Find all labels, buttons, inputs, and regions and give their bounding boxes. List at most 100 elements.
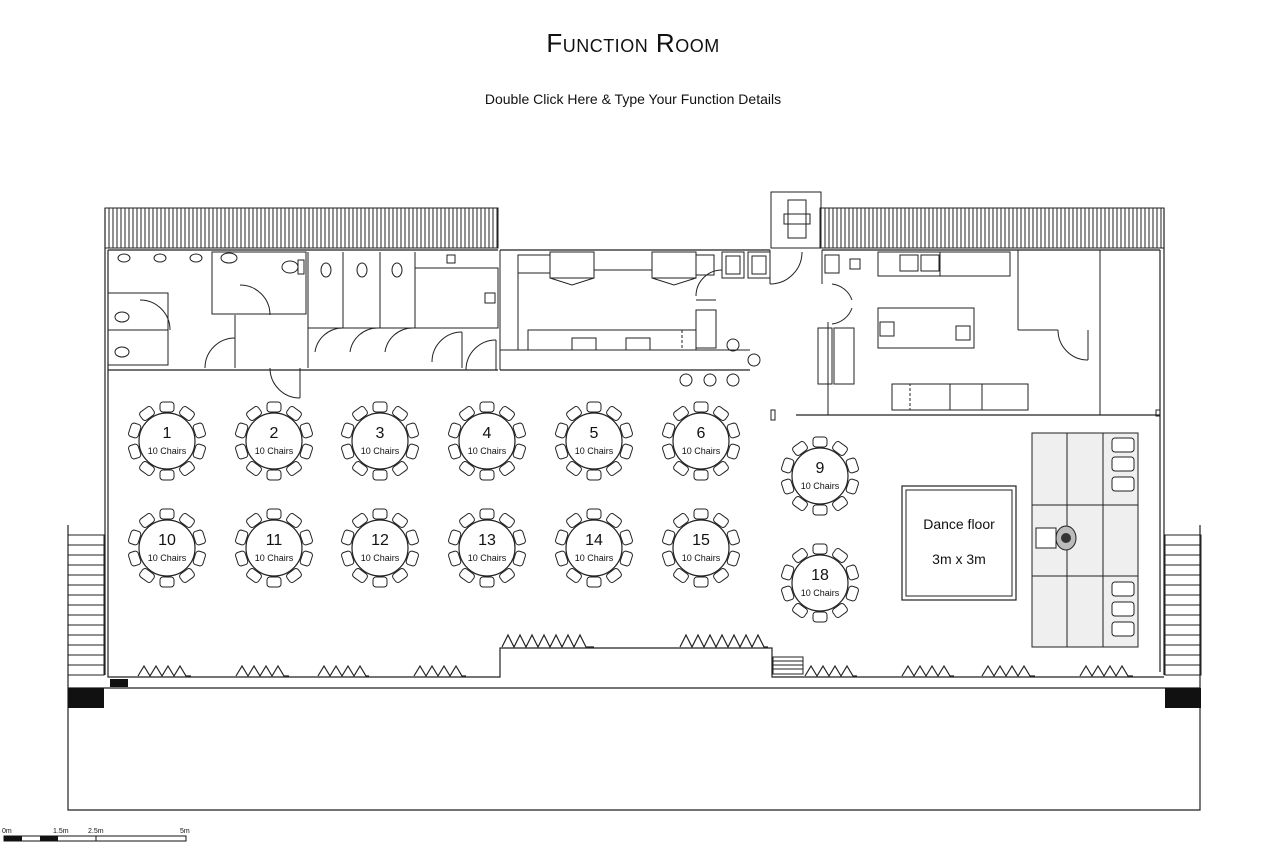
chair bbox=[139, 568, 155, 583]
chair bbox=[555, 550, 569, 567]
chair bbox=[192, 550, 206, 567]
chair bbox=[352, 406, 368, 421]
chair bbox=[246, 513, 262, 528]
table-number: 13 bbox=[478, 532, 496, 549]
table-chairs-label: 10 Chairs bbox=[468, 446, 507, 456]
chair bbox=[673, 406, 689, 421]
chair bbox=[832, 603, 848, 618]
chair bbox=[781, 478, 795, 495]
table-9[interactable]: 910 Chairs bbox=[781, 436, 860, 516]
chair bbox=[299, 550, 313, 567]
table-chairs-label: 10 Chairs bbox=[255, 553, 294, 563]
chair bbox=[693, 508, 709, 520]
chair bbox=[792, 548, 808, 563]
scale-label-0: 0m bbox=[2, 828, 12, 835]
table-top bbox=[351, 412, 409, 470]
chair bbox=[246, 461, 262, 476]
table-chairs-label: 10 Chairs bbox=[682, 446, 721, 456]
chair bbox=[246, 406, 262, 421]
table-6[interactable]: 610 Chairs bbox=[662, 401, 741, 481]
chair bbox=[179, 513, 195, 528]
chair bbox=[372, 508, 388, 520]
chair bbox=[512, 529, 526, 546]
dance-floor[interactable]: Dance floor 3m x 3m bbox=[901, 485, 1017, 601]
chair bbox=[726, 550, 740, 567]
table-number: 14 bbox=[585, 532, 603, 549]
function-details-field[interactable]: Double Click Here & Type Your Function D… bbox=[484, 91, 782, 107]
chair bbox=[392, 513, 408, 528]
table-chairs-label: 10 Chairs bbox=[255, 446, 294, 456]
chair bbox=[713, 461, 729, 476]
table-top bbox=[458, 519, 516, 577]
kitchen-area bbox=[499, 250, 803, 387]
table-number: 4 bbox=[483, 425, 492, 442]
chair bbox=[555, 529, 569, 546]
chair bbox=[566, 568, 582, 583]
chair bbox=[479, 576, 495, 588]
chair bbox=[179, 461, 195, 476]
table-4[interactable]: 4 10 Chairs bbox=[448, 401, 527, 481]
bifold-doors bbox=[137, 633, 1133, 678]
table-top bbox=[245, 519, 303, 577]
chair bbox=[673, 513, 689, 528]
scale-label-1: 1.5m bbox=[53, 828, 69, 835]
table-13[interactable]: 13 10 Chairs bbox=[448, 508, 527, 588]
chair bbox=[341, 529, 355, 546]
table-5[interactable]: 510 Chairs bbox=[555, 401, 634, 481]
table-1[interactable]: 110 Chairs bbox=[128, 401, 207, 481]
chair bbox=[693, 401, 709, 413]
chair bbox=[499, 406, 515, 421]
chair bbox=[192, 422, 206, 439]
chair bbox=[159, 576, 175, 588]
table-number: 1 bbox=[163, 425, 172, 442]
chair bbox=[662, 529, 676, 546]
chair bbox=[448, 550, 462, 567]
chair bbox=[713, 513, 729, 528]
table-2[interactable]: 210 Chairs bbox=[235, 401, 314, 481]
chair bbox=[586, 508, 602, 520]
table-chairs-label: 10 Chairs bbox=[361, 553, 400, 563]
chair bbox=[286, 513, 302, 528]
chair bbox=[792, 603, 808, 618]
chair bbox=[448, 443, 462, 460]
chair bbox=[372, 576, 388, 588]
chair bbox=[845, 564, 859, 581]
table-3[interactable]: 310 Chairs bbox=[341, 401, 420, 481]
chair bbox=[128, 529, 142, 546]
chair bbox=[372, 469, 388, 481]
chair bbox=[662, 550, 676, 567]
chair bbox=[341, 443, 355, 460]
chair bbox=[479, 469, 495, 481]
chair bbox=[405, 422, 419, 439]
chair bbox=[606, 513, 622, 528]
table-number: 10 bbox=[158, 532, 176, 549]
dance-floor-label: Dance floor bbox=[923, 516, 995, 532]
chair bbox=[781, 457, 795, 474]
chair bbox=[139, 406, 155, 421]
chair bbox=[586, 469, 602, 481]
table-number: 18 bbox=[811, 567, 829, 584]
table-chairs-label: 10 Chairs bbox=[468, 553, 507, 563]
chair bbox=[566, 513, 582, 528]
table-top bbox=[672, 412, 730, 470]
chair bbox=[781, 564, 795, 581]
chair bbox=[555, 443, 569, 460]
deck-outline bbox=[67, 525, 1201, 811]
table-number: 5 bbox=[590, 425, 599, 442]
chair bbox=[139, 461, 155, 476]
chair bbox=[192, 443, 206, 460]
chair bbox=[606, 461, 622, 476]
chair bbox=[512, 422, 526, 439]
chair bbox=[726, 443, 740, 460]
chair bbox=[499, 513, 515, 528]
toilets-block bbox=[107, 251, 499, 399]
chair bbox=[479, 508, 495, 520]
